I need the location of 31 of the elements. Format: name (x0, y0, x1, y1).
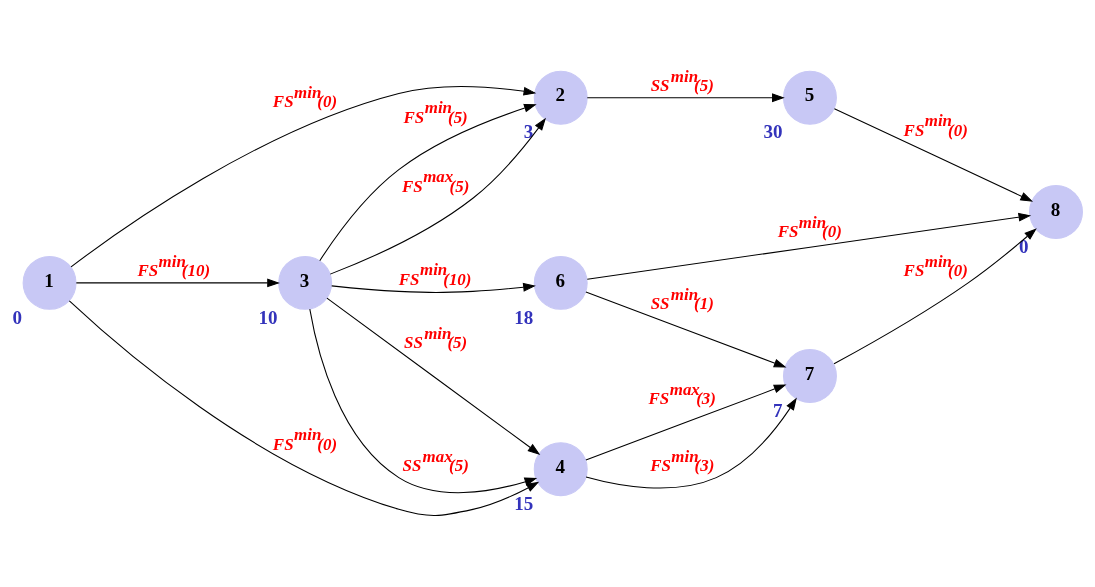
node-label: 0 (12, 306, 23, 328)
arrow (586, 212, 1032, 280)
arrow (585, 290, 787, 368)
arrow (586, 92, 785, 102)
node-label: 0 (1018, 235, 1029, 257)
node-circle: 4 (533, 441, 588, 496)
arrow (68, 299, 540, 516)
arrow (331, 282, 536, 293)
arrow (329, 117, 546, 275)
node-label: 3 (523, 120, 534, 142)
node-circle: 8 (1029, 184, 1083, 239)
node-circle: 5 (782, 70, 837, 125)
node-label: 15 (514, 492, 534, 514)
node-label: 7 (772, 399, 783, 421)
arrow (833, 227, 1037, 364)
arrow (585, 383, 787, 461)
arrow (833, 107, 1034, 202)
arrow (319, 103, 537, 261)
node-label: 10 (258, 306, 278, 328)
node-label: 18 (514, 306, 534, 328)
node-circle: 6 (533, 255, 588, 310)
arrow (326, 297, 541, 455)
node-circle: 3 (278, 255, 333, 310)
arrow (70, 85, 537, 267)
node-circle: 2 (533, 70, 588, 125)
arrow (585, 397, 797, 489)
arrow (309, 308, 538, 493)
node-circle: 1 (22, 255, 77, 310)
arrow (75, 277, 280, 287)
node-circle: 7 (782, 348, 837, 403)
node-label: 30 (763, 120, 783, 142)
